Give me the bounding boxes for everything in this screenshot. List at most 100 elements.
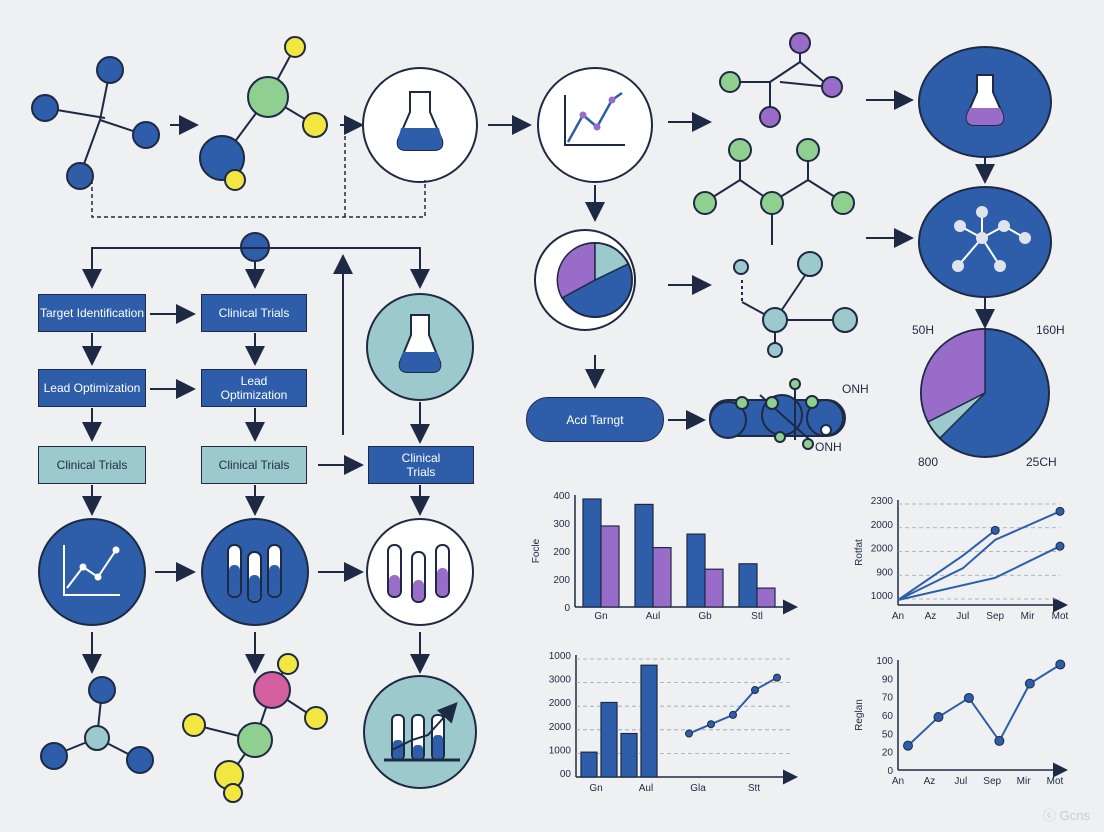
x-tick-label: Az <box>925 611 937 622</box>
y-tick-label: 3000 <box>549 675 572 686</box>
x-tick-label: An <box>892 776 904 787</box>
molecule-label-bottom: ONH <box>815 440 842 454</box>
x-tick-label: Aul <box>646 611 660 622</box>
molecule-icon <box>182 653 328 803</box>
molecule-label-top: ONH <box>842 382 869 396</box>
lab-analysis-icon <box>363 675 477 789</box>
x-tick-label: Sep <box>986 611 1004 622</box>
x-tick-label: Stt <box>748 783 760 794</box>
bar <box>620 732 638 778</box>
x-tick-label: Aul <box>639 783 653 794</box>
y-tick-label: 70 <box>882 693 894 704</box>
x-tick-label: Mir <box>1017 776 1032 787</box>
molecule-icon <box>693 138 855 245</box>
molecule-icon <box>918 186 1052 298</box>
x-tick-label: Jul <box>954 776 967 787</box>
watermark: ⓒ Gcns <box>1043 808 1090 823</box>
y-axis-label: Focle <box>531 538 542 563</box>
flow-box-clinical-trials[interactable]: Clinical Trials <box>38 446 146 484</box>
y-tick-label: 1000 <box>549 745 572 756</box>
x-tick-label: Gb <box>698 611 712 622</box>
molecule-icon <box>199 36 328 191</box>
molecule-icon <box>40 676 154 774</box>
x-tick-label: Gn <box>589 783 602 794</box>
y-tick-label: 1000 <box>549 651 572 662</box>
y-tick-label: 100 <box>876 656 893 667</box>
bar <box>600 525 620 608</box>
pie-chart-icon <box>534 229 636 331</box>
x-tick-label: Az <box>924 776 936 787</box>
y-tick-label: 2300 <box>871 496 894 507</box>
flow-box-clinical-trials-3[interactable]: Clinical Trials <box>201 446 307 484</box>
bar <box>580 751 598 778</box>
data-point <box>1055 659 1066 670</box>
y-tick-label: 300 <box>553 519 570 530</box>
flow-box-clinical-trials-4[interactable]: Clinical Trials <box>368 446 474 484</box>
data-point <box>685 729 693 738</box>
bar <box>600 701 618 778</box>
y-tick-label: 1000 <box>871 591 894 602</box>
y-tick-label: 50 <box>882 729 894 740</box>
flow-box-target-identification[interactable]: Target Identification <box>38 294 146 332</box>
bar <box>652 546 672 608</box>
y-tick-label: 90 <box>882 674 894 685</box>
molecule-icon <box>31 56 160 190</box>
series-line <box>897 510 1061 601</box>
bar <box>686 533 706 608</box>
y-tick-label: 200 <box>553 547 570 558</box>
trend-line <box>688 676 778 735</box>
bar <box>738 563 758 608</box>
y-tick-label: 0 <box>887 766 893 777</box>
x-tick-label: Mot <box>1047 776 1064 787</box>
data-point <box>903 740 913 751</box>
molecule-icon <box>709 378 846 450</box>
series-line <box>907 663 1061 747</box>
flow-box-clinical-trials-2[interactable]: Clinical Trials <box>201 294 307 332</box>
x-tick-label: Mir <box>1021 611 1036 622</box>
y-tick-label: 2000 <box>549 722 572 733</box>
molecule-icon <box>719 32 843 128</box>
y-tick-label: 60 <box>882 711 894 722</box>
test-tubes-icon <box>366 518 474 626</box>
data-point <box>707 720 715 729</box>
x-tick-label: Mot <box>1052 611 1069 622</box>
data-point <box>1024 678 1035 689</box>
data-point <box>751 686 759 695</box>
pie-label-bottom-right: 25CH <box>1026 455 1057 469</box>
x-tick-label: Gn <box>594 611 607 622</box>
series-line <box>897 545 1061 601</box>
y-tick-label: 20 <box>882 748 894 759</box>
x-tick-label: Stl <box>751 611 763 622</box>
x-tick-label: Gla <box>690 783 706 794</box>
y-tick-label: 2000 <box>871 520 894 531</box>
flow-box-lead-optimization-2[interactable]: Lead Optimization <box>201 369 307 407</box>
line-chart-icon <box>38 518 146 626</box>
y-tick-label: 2000 <box>871 544 894 555</box>
bar <box>640 664 658 778</box>
data-point <box>933 712 944 723</box>
data-point <box>1055 541 1065 551</box>
bar <box>634 503 654 608</box>
x-tick-label: An <box>892 611 904 622</box>
test-tubes-icon <box>201 518 309 626</box>
flow-box-lead-optimization[interactable]: Lead Optimization <box>38 369 146 407</box>
data-point <box>1055 506 1065 516</box>
acd-target-pill[interactable]: Acd Tarngt <box>526 397 664 442</box>
data-point <box>994 735 1005 746</box>
y-tick-label: 00 <box>560 769 572 780</box>
data-point <box>773 673 781 682</box>
series-line <box>897 529 996 601</box>
flask-icon <box>362 67 478 183</box>
x-tick-label: Jul <box>956 611 969 622</box>
pie-label-top-right: 160H <box>1036 323 1065 337</box>
y-tick-label: 0 <box>564 603 570 614</box>
data-point <box>990 525 1000 535</box>
bar <box>756 587 776 608</box>
data-point <box>729 710 737 719</box>
y-tick-label: 2000 <box>549 698 572 709</box>
